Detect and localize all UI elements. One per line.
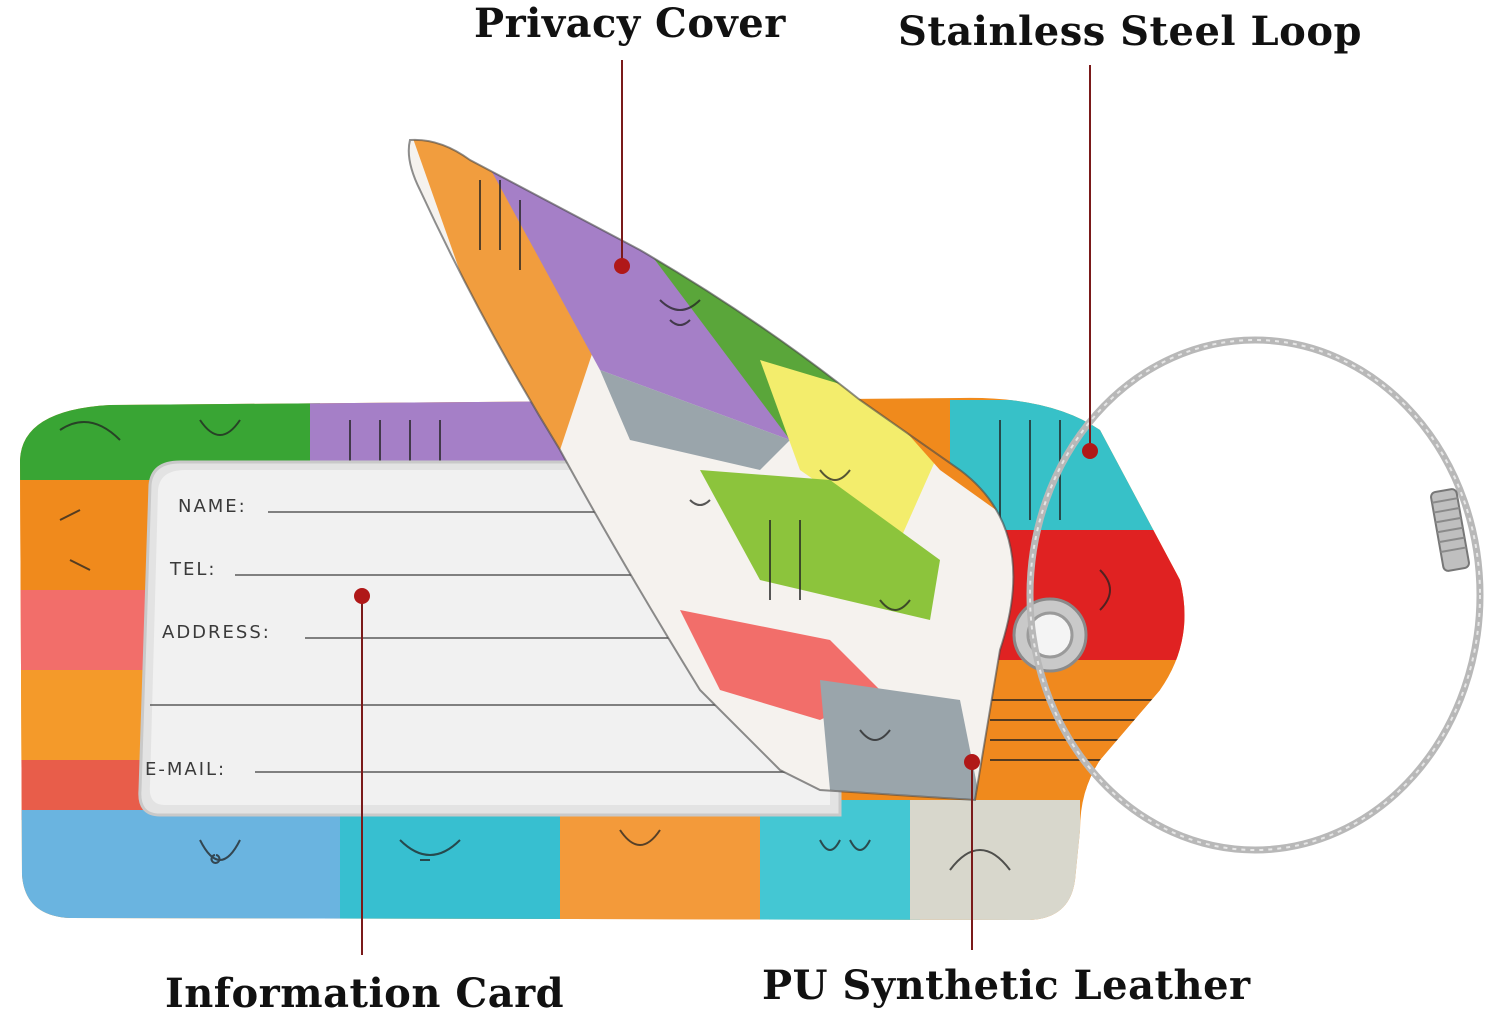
pu-synthetic-leather-label: PU Synthetic Leather — [762, 962, 1251, 1009]
privacy-cover-label: Privacy Cover — [474, 0, 786, 47]
card-field-name: NAME: — [178, 496, 247, 517]
card-field-email: E-MAIL: — [145, 759, 226, 780]
information-card-marker — [354, 588, 370, 604]
callout-markers — [354, 258, 1098, 770]
callout-leaders — [361, 60, 1091, 955]
stainless-steel-loop — [1026, 336, 1484, 854]
privacy-cover-marker — [614, 258, 630, 274]
information-card-label: Information Card — [165, 970, 565, 1017]
steel-loop-marker — [1082, 443, 1098, 459]
metal-grommet — [1012, 597, 1088, 673]
screw-lock — [1430, 488, 1470, 572]
leather-marker — [964, 754, 980, 770]
card-field-address: ADDRESS: — [162, 622, 271, 643]
stainless-steel-loop-label: Stainless Steel Loop — [898, 8, 1363, 55]
card-field-tel: TEL: — [169, 559, 216, 580]
